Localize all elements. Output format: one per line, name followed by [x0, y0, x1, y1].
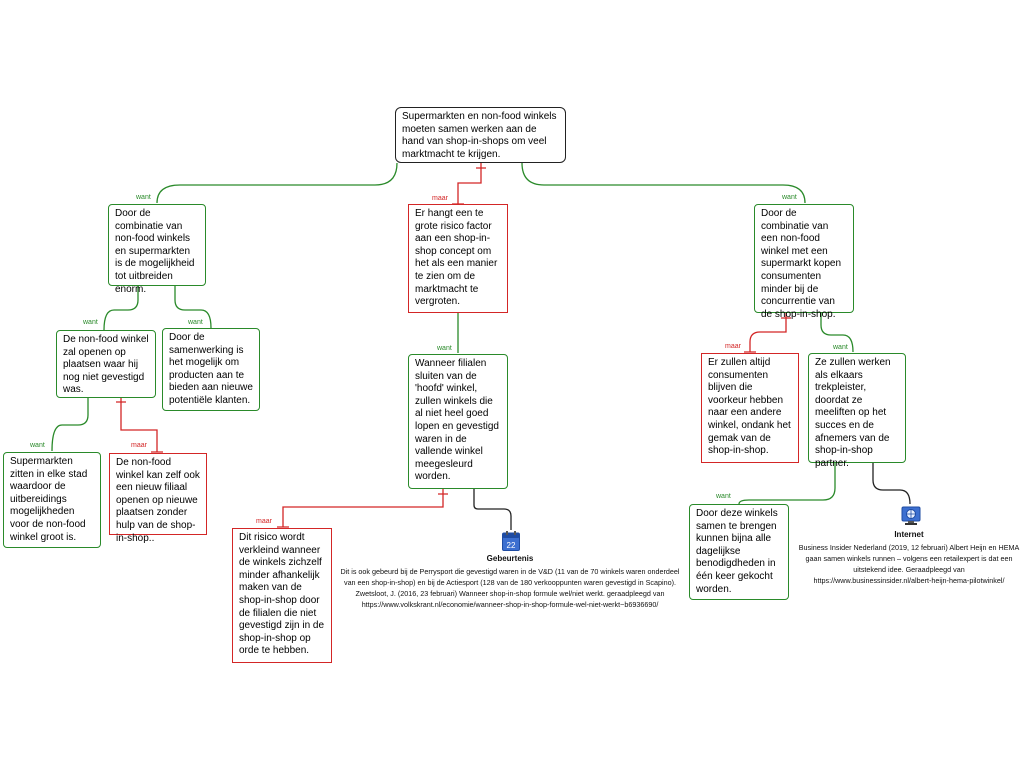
- internet-note-title: Internet: [894, 530, 924, 539]
- argument-right-main[interactable]: Door de combinatie van een non-food wink…: [754, 204, 854, 320]
- svg-text:22: 22: [507, 541, 516, 550]
- tag-want-leftmain-b: want: [188, 319, 203, 326]
- tag-want-rightmain-b: want: [833, 344, 848, 351]
- connector-rightmain-a: [744, 313, 791, 353]
- argument-right-b[interactable]: Ze zullen werken als elkaars trekpleiste…: [808, 353, 906, 469]
- argument-left-main[interactable]: Door de combinatie van non-food winkels …: [108, 204, 206, 295]
- tag-want-rightb-b1: want: [716, 493, 731, 500]
- calendar-icon: 22: [502, 531, 520, 551]
- objection-mid-a1[interactable]: Dit risico wordt verkleind wanneer de wi…: [232, 528, 332, 663]
- argument-right-b1[interactable]: Door deze winkels samen te brengen kunne…: [689, 504, 789, 600]
- connector-rightb-b1: [738, 463, 836, 505]
- tag-maar-mida-a1: maar: [256, 518, 272, 525]
- connector-lefta-a1: [51, 398, 89, 452]
- tag-want-midmain-a: want: [437, 345, 452, 352]
- connector-root-left: [156, 162, 398, 204]
- tag-maar-rightmain-a: maar: [725, 343, 741, 350]
- connector-root-right: [521, 162, 806, 204]
- connector-leftmain-a: [103, 286, 139, 331]
- tag-want-root-left: want: [136, 194, 151, 201]
- tag-want-root-right: want: [782, 194, 797, 201]
- connector-root-mid: [452, 163, 486, 205]
- events-note-title: Gebeurtenis: [486, 554, 534, 563]
- events-note: Gebeurtenis Dit is ook gebeurd bij de Pe…: [340, 553, 680, 610]
- objection-right-a[interactable]: Er zullen altijd consumenten blijven die…: [701, 353, 799, 463]
- tag-maar-lefta-a2: maar: [131, 442, 147, 449]
- tag-want-leftmain-a: want: [83, 319, 98, 326]
- root-statement[interactable]: Supermarkten en non-food winkels moeten …: [395, 107, 566, 163]
- events-note-text: Dit is ook gebeurd bij de Perrysport die…: [340, 567, 680, 609]
- argument-left-a1[interactable]: Supermarkten zitten in elke stad waardoo…: [3, 452, 101, 548]
- connector-mida-a1: [277, 489, 448, 528]
- argument-left-b[interactable]: Door de samenwerking is het mogelijk om …: [162, 328, 260, 411]
- tag-maar-root-mid: maar: [432, 195, 448, 202]
- objection-left-a2[interactable]: De non-food winkel kan zelf ook een nieu…: [109, 453, 207, 544]
- internet-note-text: Business Insider Nederland (2019, 12 feb…: [798, 543, 1020, 585]
- connector-leftmain-b: [174, 286, 212, 329]
- connector-rightb-internet: [872, 463, 911, 505]
- tag-want-lefta-a1: want: [30, 442, 45, 449]
- connector-mida-events: [473, 489, 512, 530]
- argument-mid-a[interactable]: Wanneer filialen sluiten van de 'hoofd' …: [408, 354, 508, 489]
- connector-lefta-a2: [116, 398, 163, 453]
- internet-note: Internet Business Insider Nederland (201…: [796, 529, 1022, 586]
- connector-rightmain-b: [820, 313, 854, 353]
- argument-left-a[interactable]: De non-food winkel zal openen op plaatse…: [56, 330, 156, 398]
- globe-monitor-icon: [901, 506, 921, 526]
- objection-mid-main[interactable]: Er hangt een te grote risico factor aan …: [408, 204, 508, 313]
